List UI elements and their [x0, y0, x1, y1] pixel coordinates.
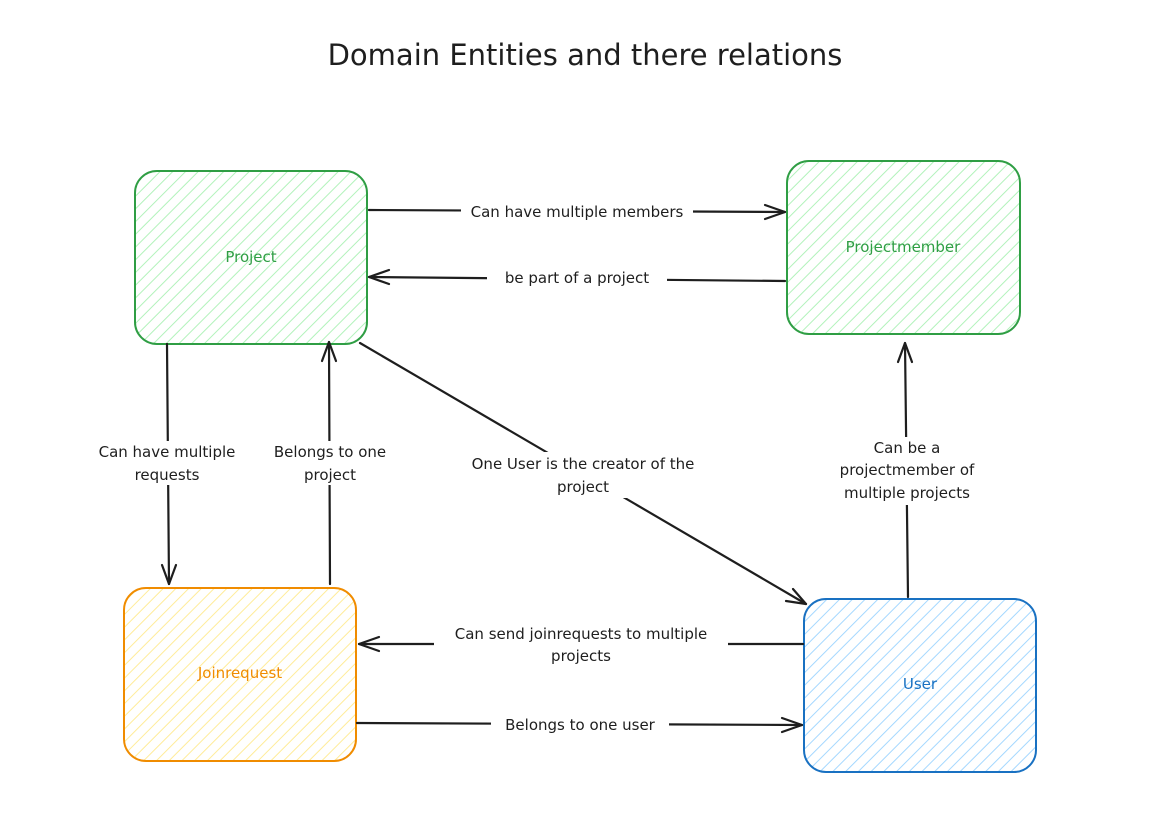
- edge-project-to-joinrequest[interactable]: Can have multiple requests: [91, 342, 243, 586]
- node-projectmember[interactable]: Projectmember: [786, 160, 1021, 335]
- node-joinrequest-label: Joinrequest: [197, 664, 282, 682]
- diagram-title: Domain Entities and there relations: [328, 38, 843, 72]
- edge-label-joinrequest-to-project-line1: Belongs to one: [274, 443, 386, 461]
- edge-label-joinrequest-to-project-line2: project: [304, 466, 356, 484]
- edge-label-project-to-joinrequest-line1: Can have multiple: [99, 443, 236, 461]
- edge-label-joinrequest-to-user: Belongs to one user: [505, 716, 656, 734]
- edge-joinrequest-to-project[interactable]: Belongs to one project: [262, 340, 398, 586]
- edge-project-to-projectmember[interactable]: Can have multiple members: [367, 200, 787, 222]
- node-user-label: User: [903, 675, 938, 693]
- edge-projectmember-to-project[interactable]: be part of a project: [367, 267, 787, 289]
- edge-user-to-projectmember[interactable]: Can be a projectmember of multiple proje…: [830, 341, 986, 599]
- edge-label-user-to-projectmember-line3: multiple projects: [844, 484, 970, 502]
- edge-user-to-joinrequest[interactable]: Can send joinrequests to multiple projec…: [357, 622, 805, 668]
- edge-label-projectmember-to-project: be part of a project: [505, 269, 649, 287]
- edge-project-to-user[interactable]: One User is the creator of the project: [358, 341, 808, 606]
- node-project[interactable]: Project: [134, 170, 368, 345]
- edge-label-user-to-projectmember-line1: Can be a: [874, 439, 941, 457]
- node-projectmember-label: Projectmember: [846, 238, 962, 256]
- node-joinrequest[interactable]: Joinrequest: [123, 587, 357, 762]
- edge-label-project-to-projectmember: Can have multiple members: [471, 203, 684, 221]
- edge-label-user-to-joinrequest-line2: projects: [551, 647, 611, 665]
- node-user[interactable]: User: [803, 598, 1037, 773]
- edge-label-user-to-projectmember-line2: projectmember of: [840, 461, 975, 479]
- edge-label-project-to-user-line1: One User is the creator of the: [472, 455, 695, 473]
- edge-label-project-to-user-line2: project: [557, 478, 609, 496]
- edge-label-project-to-joinrequest-line2: requests: [135, 466, 200, 484]
- node-project-label: Project: [225, 248, 276, 266]
- edge-joinrequest-to-user[interactable]: Belongs to one user: [355, 713, 804, 735]
- edge-label-user-to-joinrequest-line1: Can send joinrequests to multiple: [455, 625, 707, 643]
